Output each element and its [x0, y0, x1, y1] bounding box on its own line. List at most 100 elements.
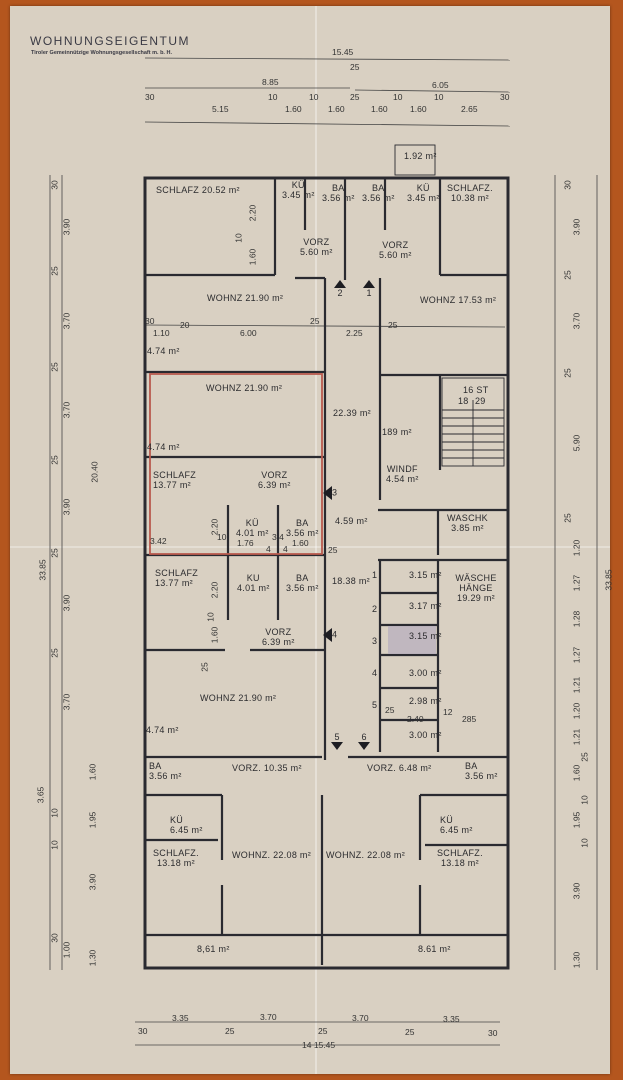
stair-treads: 29	[475, 396, 486, 406]
storage-number: 1	[372, 570, 378, 580]
dim-interior: 2.40	[407, 714, 424, 724]
dim-top: 5.15	[212, 104, 229, 114]
dim-interior: 3.42	[150, 536, 167, 546]
dim-left: 3.90	[61, 218, 72, 236]
dim-interior: 285	[462, 714, 477, 724]
dim-bottom-total: 14 15.45	[302, 1040, 336, 1050]
storage-label: 3.15 m²	[409, 631, 442, 641]
triangle-icon	[358, 742, 370, 750]
dim-top: 6.05	[432, 80, 449, 90]
dim-interior: 30	[145, 316, 155, 326]
room-label: WOHNZ. 22.08 m²	[232, 850, 312, 860]
dim-interior: 25	[328, 545, 338, 555]
dim-interior: 12	[443, 707, 453, 717]
balcony-label: 8,61 m²	[197, 944, 230, 954]
company-name: Tiroler Gemeinnützige Wohnungsgesellscha…	[31, 50, 172, 56]
room-label: WOHNZ 21.90 m²	[207, 293, 284, 303]
triangle-icon	[323, 486, 332, 500]
entrance-marker-5: 5	[330, 732, 344, 750]
room-label: 4.74 m²	[146, 725, 179, 735]
dim-interior: 1.60	[247, 248, 258, 266]
floor-plan-sheet	[10, 6, 610, 1074]
dim-right: 10	[579, 795, 590, 805]
triangle-icon	[363, 280, 375, 288]
dim-left: 3.65	[35, 786, 46, 804]
dim-interior: 25	[385, 705, 395, 715]
dim-left-total: 33.85	[37, 559, 48, 581]
dim-interior: 10	[205, 612, 216, 622]
dim-top: 10	[309, 92, 319, 102]
stair-risers: 18	[458, 396, 469, 406]
dim-interior: 20	[180, 320, 190, 330]
balcony-label: 8.61 m²	[418, 944, 451, 954]
dim-right: 3.70	[571, 312, 582, 330]
dim-top: 25	[350, 92, 360, 102]
room-label: VORZ. 6.48 m²	[367, 763, 432, 773]
dim-interior: 1.10	[153, 328, 170, 338]
dim-left-total: 20.40	[89, 461, 100, 483]
dim-interior: 1.60	[292, 538, 309, 548]
dim-left: 1.00	[61, 941, 72, 959]
dim-right-total: 33.85	[603, 569, 614, 591]
dim-right: 5.90	[571, 434, 582, 452]
storage-label: 3.17 m²	[409, 601, 442, 611]
dim-right: 1.27	[571, 646, 582, 664]
dim-interior: 6.00	[240, 328, 257, 338]
dim-top: 1.60	[371, 104, 388, 114]
dim-top: 1.60	[328, 104, 345, 114]
dim-left: 3.70	[61, 312, 72, 330]
room-label: SCHLAFZ 20.52 m²	[156, 185, 240, 195]
dim-interior: 1.76	[237, 538, 254, 548]
highlighted-unit-outline	[149, 373, 323, 555]
dim-bottom: 25	[318, 1026, 328, 1036]
dimension-lines	[49, 57, 598, 1046]
dim-right: 1.30	[571, 951, 582, 969]
storage-label: 3.00 m²	[409, 668, 442, 678]
entrance-marker-6: 6	[357, 732, 371, 750]
dim-left: 25	[49, 648, 60, 658]
dim-top: 1.60	[410, 104, 427, 114]
storage-number: 3	[372, 636, 378, 646]
dim-interior: 1.60	[209, 626, 220, 644]
room-label: WOHNZ 21.90 m²	[200, 693, 277, 703]
storage-number: 2	[372, 604, 378, 614]
dim-interior: 10	[233, 233, 244, 243]
dim-left: 3.90	[61, 594, 72, 612]
stair-label: 16 ST	[463, 385, 489, 395]
dim-right: 1.27	[571, 574, 582, 592]
storage-label: 3.00 m²	[409, 730, 442, 740]
room-label: WOHNZ 21.90 m²	[206, 383, 283, 393]
dim-bottom: 3.35	[443, 1014, 460, 1024]
dim-right: 1.21	[571, 728, 582, 746]
dim-right: 25	[562, 513, 573, 523]
dim-left: 1.30	[87, 949, 98, 967]
dim-interior: 10	[217, 532, 227, 542]
triangle-icon	[323, 628, 332, 642]
dim-right: 1.95	[571, 811, 582, 829]
dim-top: 10	[434, 92, 444, 102]
dim-interior: 25	[199, 662, 210, 672]
dim-right: 1.21	[571, 676, 582, 694]
dim-left: 25	[49, 362, 60, 372]
dim-left: 3.70	[61, 401, 72, 419]
storage-number: 4	[372, 668, 378, 678]
dim-interior: 3.4	[272, 532, 284, 542]
storage-label: 2.98 m²	[409, 696, 442, 706]
dim-interior: 2.20	[209, 518, 220, 536]
room-label: SCHLAFZ.13.18 m²	[153, 848, 199, 868]
triangle-icon	[334, 280, 346, 288]
room-label: 189 m²	[382, 427, 412, 437]
dim-interior: 2.20	[209, 581, 220, 599]
dim-right: 3.90	[571, 218, 582, 236]
dim-bottom: 30	[138, 1026, 148, 1036]
dim-right: 1.20	[571, 702, 582, 720]
